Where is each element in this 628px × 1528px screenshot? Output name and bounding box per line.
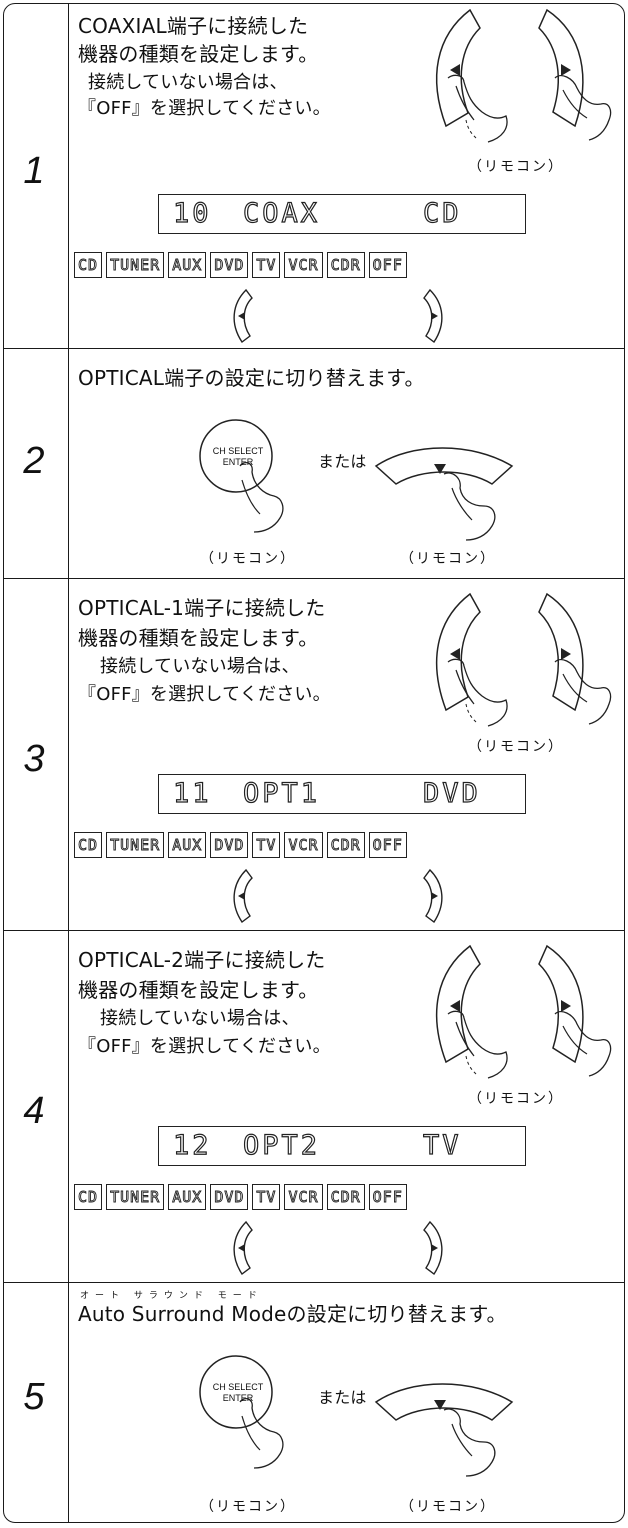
instruction-line: OPTICAL-1端子に接続した xyxy=(78,596,326,620)
left-arrow-icon xyxy=(233,869,253,923)
lcd-index: 12 xyxy=(172,1129,212,1161)
right-arrow-button-hand-icon xyxy=(538,945,612,1077)
remote-label: （リモコン） xyxy=(400,1499,496,1515)
source-option: VCR xyxy=(284,1184,323,1210)
remote-label: （リモコン） xyxy=(468,159,564,175)
button-label: CH SELECT ENTER xyxy=(196,446,280,468)
source-option: TUNER xyxy=(106,252,165,278)
instruction-line: 機器の種類を設定します。 xyxy=(78,626,319,650)
remote-label: （リモコン） xyxy=(468,1091,564,1107)
source-option: TUNER xyxy=(106,832,165,858)
source-option: OFF xyxy=(368,1184,407,1210)
remote-label: （リモコン） xyxy=(200,1499,296,1515)
step-divider xyxy=(3,1282,625,1283)
instruction-line: 機器の種類を設定します。 xyxy=(78,978,319,1002)
note-line: 『OFF』を選択してください。 xyxy=(78,98,331,119)
instruction-line: 機器の種類を設定します。 xyxy=(78,42,319,66)
step-number: 3 xyxy=(23,738,45,780)
source-option: CDR xyxy=(326,252,365,278)
number-column-divider xyxy=(68,3,69,1523)
left-arrow-icon xyxy=(233,1221,253,1275)
right-arrow-button-hand-icon xyxy=(538,9,612,141)
note-line: 接続していない場合は、 xyxy=(100,1008,300,1029)
source-option: OFF xyxy=(368,252,407,278)
source-option: CDR xyxy=(326,832,365,858)
source-option: VCR xyxy=(284,832,323,858)
source-option: CDR xyxy=(326,1184,365,1210)
source-option: CD xyxy=(74,832,103,858)
button-label-line: ENTER xyxy=(222,457,254,467)
instruction-line: Auto Surround Modeの設定に切り替えます。 xyxy=(78,1302,507,1326)
note-line: 『OFF』を選択してください。 xyxy=(78,1036,331,1057)
source-option: TUNER xyxy=(106,1184,165,1210)
lcd-index: 11 xyxy=(172,777,212,809)
lcd-display: 10 COAX CD xyxy=(158,194,526,234)
button-label-line: CH SELECT xyxy=(212,446,264,456)
source-list: CD TUNER AUX DVD TV VCR CDR OFF xyxy=(74,832,407,860)
button-label-line: CH SELECT xyxy=(212,1382,264,1392)
lcd-source: CD xyxy=(422,197,462,229)
right-arrow-icon xyxy=(423,869,443,923)
right-arrow-icon xyxy=(423,289,443,343)
lcd-source: TV xyxy=(422,1129,462,1161)
source-option: TV xyxy=(252,252,281,278)
page-frame xyxy=(3,3,625,1523)
lcd-index: 10 xyxy=(172,197,212,229)
furigana: オート サラウンド モード xyxy=(80,1291,263,1301)
note-line: 接続していない場合は、 xyxy=(100,656,300,677)
source-option: CD xyxy=(74,1184,103,1210)
lcd-port: OPT2 xyxy=(242,1129,321,1161)
lcd-source: DVD xyxy=(422,777,481,809)
button-label-line: ENTER xyxy=(222,1393,254,1403)
down-arrow-button-hand-icon xyxy=(375,1383,513,1477)
step-divider xyxy=(3,348,625,349)
step-divider xyxy=(3,930,625,931)
source-option: TV xyxy=(252,832,281,858)
note-line: 接続していない場合は、 xyxy=(88,72,288,93)
step-number: 2 xyxy=(23,440,45,482)
source-option: TV xyxy=(252,1184,281,1210)
button-label: CH SELECT ENTER xyxy=(196,1382,280,1404)
remote-label: （リモコン） xyxy=(200,551,296,567)
remote-label: （リモコン） xyxy=(468,739,564,755)
source-option: AUX xyxy=(168,832,207,858)
step-divider xyxy=(3,578,625,579)
source-option: OFF xyxy=(368,832,407,858)
source-list: CD TUNER AUX DVD TV VCR CDR OFF xyxy=(74,1184,407,1212)
source-option: CD xyxy=(74,252,103,278)
right-arrow-icon xyxy=(423,1221,443,1275)
step-number: 5 xyxy=(23,1376,45,1418)
or-text: または xyxy=(318,452,367,471)
instruction-line: OPTICAL端子の設定に切り替えます。 xyxy=(78,366,425,390)
source-option: AUX xyxy=(168,1184,207,1210)
instruction-line: OPTICAL-2端子に接続した xyxy=(78,948,326,972)
down-arrow-button-hand-icon xyxy=(375,447,513,541)
note-line: 『OFF』を選択してください。 xyxy=(78,684,331,705)
lcd-port: OPT1 xyxy=(242,777,321,809)
left-arrow-icon xyxy=(233,289,253,343)
lcd-port: COAX xyxy=(242,197,321,229)
step-number: 1 xyxy=(23,150,45,192)
source-option: AUX xyxy=(168,252,207,278)
source-option: VCR xyxy=(284,252,323,278)
source-option: DVD xyxy=(210,1184,249,1210)
instruction-line: COAXIAL端子に接続した xyxy=(78,14,309,38)
source-option: DVD xyxy=(210,832,249,858)
ch-select-enter-button-hand-icon xyxy=(199,1355,284,1469)
source-list: CD TUNER AUX DVD TV VCR CDR OFF xyxy=(74,252,407,280)
source-option: DVD xyxy=(210,252,249,278)
lcd-display: 11 OPT1 DVD xyxy=(158,774,526,814)
or-text: または xyxy=(318,1388,367,1407)
remote-label: （リモコン） xyxy=(400,551,496,567)
step-number: 4 xyxy=(23,1090,45,1132)
lcd-display: 12 OPT2 TV xyxy=(158,1126,526,1166)
right-arrow-button-hand-icon xyxy=(538,593,612,725)
ch-select-enter-button-hand-icon xyxy=(199,419,284,533)
